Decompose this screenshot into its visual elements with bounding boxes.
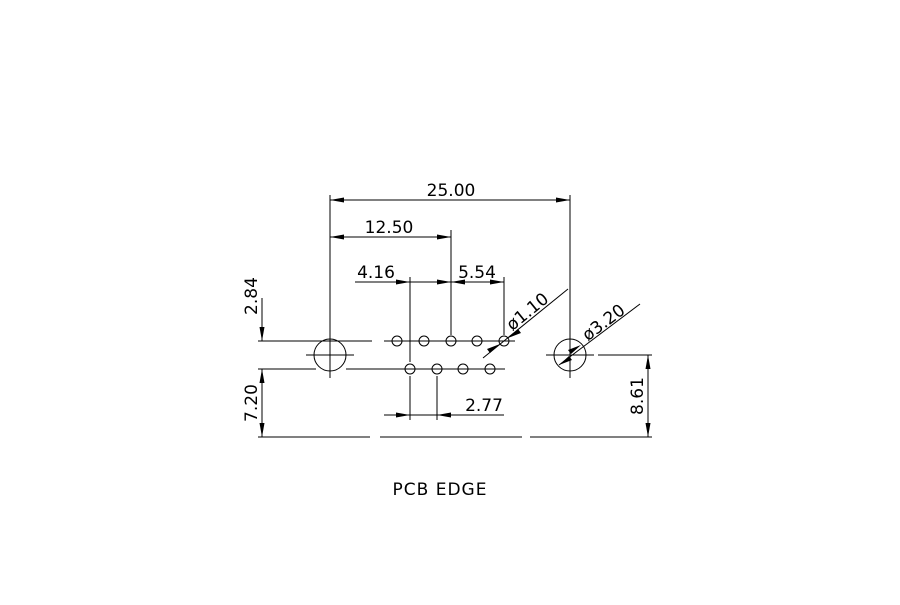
extension-lines [329,195,571,420]
dim-overall-width: 25.00 [330,181,570,203]
left-mount-hole [306,332,354,378]
caption-pcb-edge: PCB EDGE [393,480,488,500]
label-mount-hole-height: 8.61 [628,377,648,415]
dim-row-pitch: 2.77 [384,396,504,418]
label-mount-hole-diameter: ø3.20 [579,300,630,345]
label-bottom-height: 7.20 [242,384,262,422]
label-left-offset: 4.16 [357,263,395,283]
reference-lines [258,340,652,370]
right-mount-hole [546,332,594,378]
dim-left-offset: 4.16 [355,263,451,285]
dim-bottom-height: 7.20 [242,369,265,437]
label-row-pitch: 2.77 [465,396,503,416]
label-top-row-height: 2.84 [242,277,262,315]
dim-mount-hole-height: 8.61 [628,355,651,437]
label-half-width: 12.50 [365,218,414,238]
label-overall-width: 25.00 [427,181,476,201]
dim-top-row-height: 2.84 [242,277,265,341]
label-right-offset: 5.54 [458,263,496,283]
label-small-hole-diameter: ø1.10 [503,289,553,335]
dim-half-width: 12.50 [330,218,451,240]
dim-right-offset: 5.54 [451,263,504,285]
